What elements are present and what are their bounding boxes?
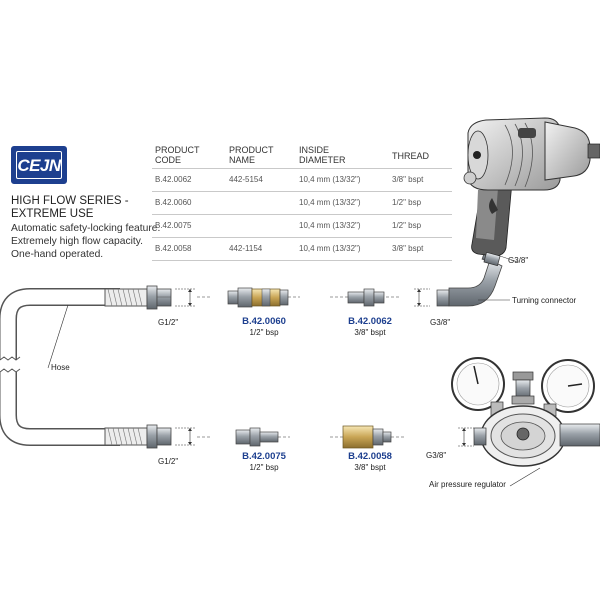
part-thread-b42-0060: 1/2" bsp (249, 328, 279, 337)
part-code-b42-0075: B.42.0075 (242, 451, 286, 462)
logo-text: CEJN (17, 156, 61, 175)
hose-end-fitting-bottom (104, 424, 212, 449)
label-g38-tool: G3/8" (508, 256, 529, 265)
regulator-dimension (458, 427, 474, 447)
part-thread-b42-0062: 3/8" bspt (354, 328, 386, 337)
part-code-b42-0060: B.42.0060 (242, 316, 286, 327)
air-pressure-regulator (451, 357, 600, 487)
table-row: B.42.0075 10,4 mm (13/32") 1/2" bsp (152, 214, 452, 235)
label-g12-top: G1/2" (158, 318, 179, 327)
header-thread: THREAD (392, 151, 430, 161)
label-air-pressure-regulator: Air pressure regulator (429, 480, 506, 489)
header-product-code: PRODUCT CODE (155, 145, 200, 165)
coupling-b42-0060 (227, 287, 300, 308)
nipple-b42-0075 (235, 427, 290, 447)
label-hose: Hose (51, 363, 70, 372)
part-thread-b42-0058: 3/8" bspt (354, 463, 386, 472)
series-title: HIGH FLOW SERIES - EXTREME USE (11, 195, 151, 221)
label-turning-connector: Turning connector (512, 296, 577, 305)
header-product-name: PRODUCT NAME (229, 145, 274, 165)
desc-line: One-hand operated. (11, 249, 104, 260)
part-thread-b42-0075: 1/2" bsp (249, 463, 279, 472)
header-inside-diameter: INSIDE DIAMETER (299, 145, 346, 165)
part-code-b42-0062: B.42.0062 (348, 316, 392, 327)
hose-end-fitting-top (104, 285, 212, 310)
desc-line: Automatic safety-locking feature. (11, 223, 161, 234)
label-g38-regulator: G3/8" (426, 451, 447, 460)
label-g38-turning: G3/8" (430, 318, 451, 327)
table-row: B.42.0062 442-5154 10,4 mm (13/32") 3/8"… (152, 168, 452, 189)
cejn-logo: CEJN (11, 146, 67, 184)
nipple-b42-0062 (330, 288, 400, 307)
impact-wrench (463, 117, 600, 267)
series-title-line2: EXTREME USE (11, 208, 94, 220)
table-bottom-rule (152, 260, 452, 261)
desc-line: Extremely high flow capacity. (11, 236, 144, 247)
label-g12-bottom: G1/2" (158, 457, 179, 466)
series-title-line1: HIGH FLOW SERIES - (11, 195, 129, 207)
table-row: B.42.0058 442-1154 10,4 mm (13/32") 3/8"… (152, 237, 452, 258)
table-row: B.42.0060 10,4 mm (13/32") 1/2" bsp (152, 191, 452, 212)
part-code-b42-0058: B.42.0058 (348, 451, 392, 462)
coupling-b42-0058 (330, 425, 404, 449)
series-description: Automatic safety-locking feature. Extrem… (11, 222, 161, 261)
hose (0, 288, 120, 446)
